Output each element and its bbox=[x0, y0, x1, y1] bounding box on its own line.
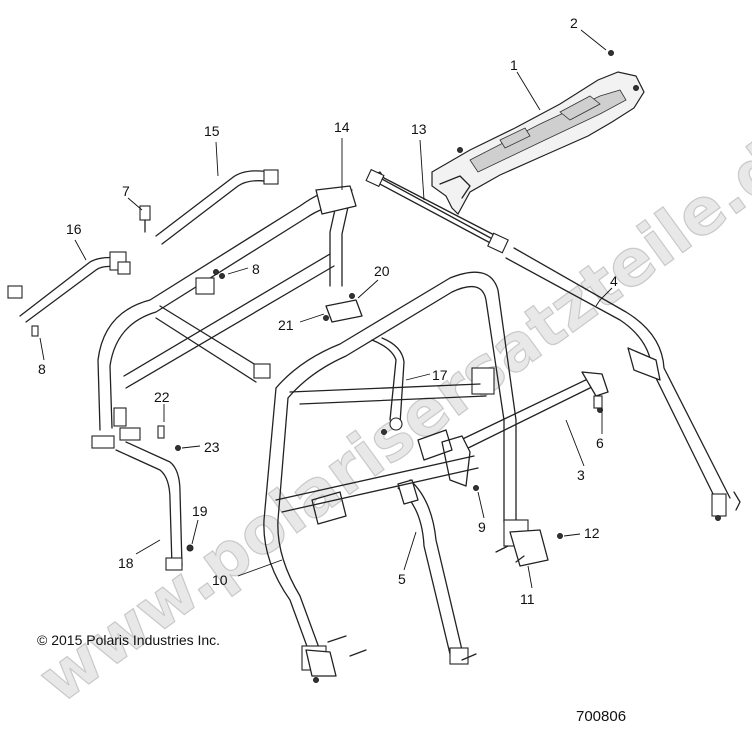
part-5-rear-roll-hoop bbox=[275, 271, 549, 665]
part-14-front-upper-cage bbox=[97, 185, 357, 431]
callout-8a: 8 bbox=[38, 361, 46, 377]
callout-7: 7 bbox=[122, 183, 130, 199]
part-10-front-roll-hoop bbox=[263, 383, 487, 677]
part-3-rear-cross-bar bbox=[441, 371, 609, 487]
part-2-screw bbox=[608, 50, 614, 56]
callout-16: 16 bbox=[66, 221, 82, 237]
callout-15: 15 bbox=[204, 123, 220, 139]
floor-bracket bbox=[311, 429, 453, 525]
callout-14: 14 bbox=[334, 119, 350, 135]
part-4-side-roll-bar bbox=[505, 247, 741, 521]
part-7-bolt bbox=[139, 205, 151, 233]
part-9-nut bbox=[473, 485, 479, 491]
callout-17: 17 bbox=[432, 367, 448, 383]
callout-4: 4 bbox=[610, 273, 618, 289]
callout-8b: 8 bbox=[252, 261, 260, 277]
callout-2: 2 bbox=[570, 15, 578, 31]
svg-text:www.polarisersatzteile.de: www.polarisersatzteile.de bbox=[26, 104, 752, 718]
callout-21: 21 bbox=[278, 317, 294, 333]
part-8-nut-left bbox=[7, 285, 39, 337]
part-1-roof-cover-panel bbox=[431, 71, 645, 215]
copyright-notice: © 2015 Polaris Industries Inc. bbox=[37, 632, 221, 648]
part-15-grab-bar bbox=[155, 169, 279, 245]
callout-6: 6 bbox=[596, 435, 604, 451]
part-20-21-clamp bbox=[323, 293, 363, 323]
document-number: 700806 bbox=[576, 708, 627, 725]
part-16-left-grab-bar bbox=[19, 251, 131, 323]
callout-10: 10 bbox=[212, 572, 228, 588]
callout-20: 20 bbox=[374, 263, 390, 279]
callout-22: 22 bbox=[154, 389, 170, 405]
callout-23: 23 bbox=[204, 439, 220, 455]
callout-12: 12 bbox=[584, 525, 600, 541]
watermark: www.polarisersatzteile.de bbox=[25, 103, 752, 718]
front-foot-hardware bbox=[313, 635, 477, 683]
part-18-lower-brace bbox=[91, 427, 183, 571]
part-8-nut-upper bbox=[213, 269, 225, 279]
callout-1: 1 bbox=[510, 57, 518, 73]
part-23-nut bbox=[175, 445, 181, 451]
part-13-cross-bar bbox=[365, 168, 509, 254]
callout-3: 3 bbox=[577, 467, 585, 483]
callout-5: 5 bbox=[398, 571, 406, 587]
callout-19: 19 bbox=[192, 503, 208, 519]
part-19-nut bbox=[186, 544, 194, 552]
part-6-bolt bbox=[593, 395, 603, 409]
callout-labels: 1 2 3 4 5 6 7 8 8 9 10 11 12 13 14 15 16… bbox=[38, 15, 618, 607]
callout-9: 9 bbox=[478, 519, 486, 535]
callout-18: 18 bbox=[118, 555, 134, 571]
part-22-bolt bbox=[157, 425, 165, 439]
part-11-bolt bbox=[495, 545, 525, 563]
part-17-brace bbox=[371, 337, 405, 435]
callout-13: 13 bbox=[411, 121, 427, 137]
part-12-nut bbox=[557, 533, 563, 539]
callout-11: 11 bbox=[520, 591, 535, 607]
leader-lines bbox=[39, 29, 613, 589]
